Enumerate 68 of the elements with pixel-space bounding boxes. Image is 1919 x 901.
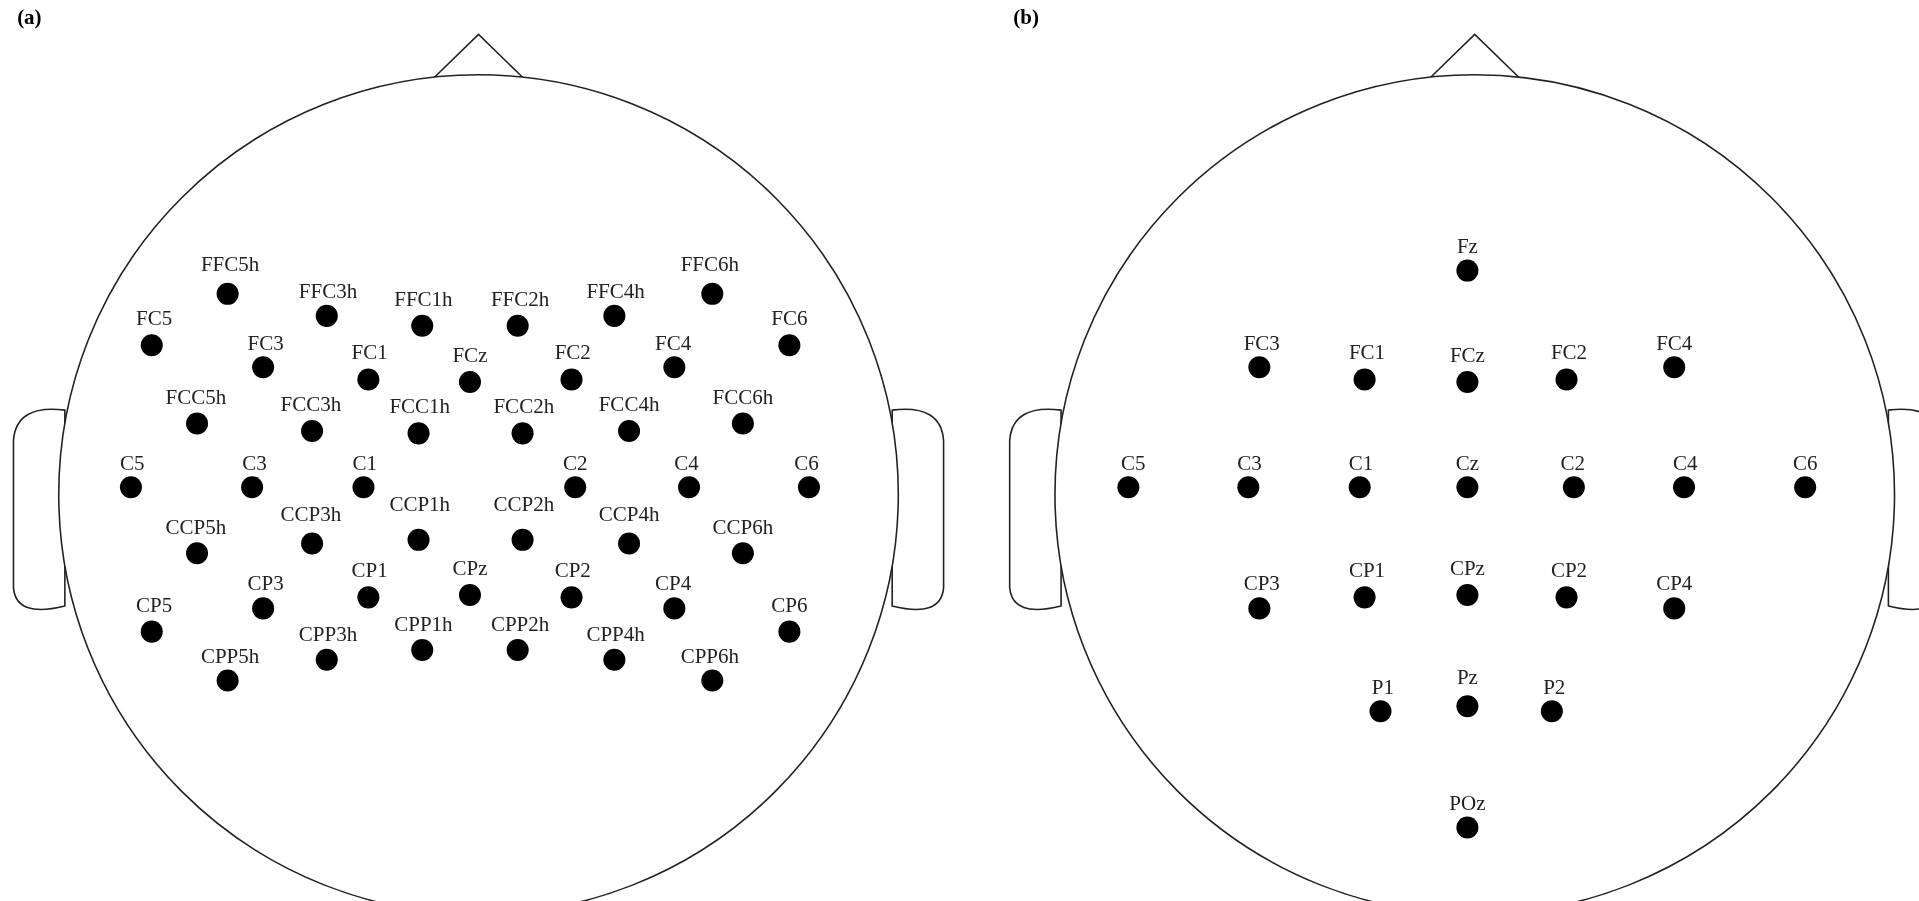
electrode-label: FC6 <box>771 308 808 330</box>
panel-label: (b) <box>1013 7 1039 29</box>
electrode-label: CCP1h <box>389 494 451 516</box>
electrode-label: FC2 <box>1550 342 1588 364</box>
electrode-label: Cz <box>1455 452 1480 474</box>
electrode-label: P1 <box>1371 676 1395 698</box>
electrode-label: FFC2h <box>490 288 550 310</box>
electrode-label: CPP1h <box>394 614 453 636</box>
electrode-label: FC4 <box>655 332 692 354</box>
electrode-label: C1 <box>352 452 377 474</box>
electrode-label: CP1 <box>351 560 388 582</box>
electrode-label: C3 <box>242 452 267 474</box>
electrode-label: Pz <box>1456 666 1478 688</box>
electrode-label: C6 <box>1792 452 1818 474</box>
electrode-label: CP2 <box>1550 560 1588 582</box>
electrode-label: C2 <box>562 452 588 474</box>
electrode-label: CCP5h <box>165 517 227 539</box>
electrode-label: CP5 <box>136 594 173 616</box>
electrode-label: C6 <box>794 452 819 474</box>
electrode-label: C1 <box>1348 452 1374 474</box>
electrode-label: C5 <box>1121 452 1146 474</box>
electrode-label: FCz <box>1449 344 1485 366</box>
electrode-label: FCC3h <box>280 393 342 415</box>
electrode-label: FFC1h <box>394 288 453 310</box>
electrode-label: CCP4h <box>598 504 660 526</box>
electrode-label: FCC2h <box>493 396 555 418</box>
electrode-label: CP4 <box>1656 572 1693 594</box>
electrode-label: CP3 <box>247 572 284 594</box>
electrode-label: POz <box>1449 792 1486 814</box>
electrode-label: FC5 <box>136 308 173 330</box>
electrode-label: CPP2h <box>490 614 550 636</box>
electrode-label: CCP2h <box>493 494 555 516</box>
electrode-label: C3 <box>1237 452 1262 474</box>
electrode-label: CPP6h <box>680 646 739 667</box>
electrode-label: C4 <box>674 452 699 474</box>
electrode-label: CCP6h <box>712 517 774 539</box>
electrode-label: CPP4h <box>586 623 645 645</box>
electrode-label: P2 <box>1543 676 1566 698</box>
electrode-label: CP6 <box>771 594 808 616</box>
electrode-label: C4 <box>1673 452 1698 474</box>
electrode-label: CPP5h <box>200 646 260 667</box>
electrode-label: FCC4h <box>598 393 660 415</box>
electrode-label: CCP3h <box>280 504 342 526</box>
electrode-label: FC3 <box>247 332 284 354</box>
electrode-label: CPz <box>1449 557 1485 579</box>
electrode-label: Fz <box>1456 236 1478 257</box>
electrode-label: FC1 <box>1348 342 1386 364</box>
electrode-label: FFC6h <box>680 254 739 276</box>
electrode-label: FC2 <box>554 342 591 364</box>
electrode-label: C2 <box>1560 452 1585 474</box>
electrode-label: CP1 <box>1348 560 1386 582</box>
electrode-label: CPP3h <box>298 623 358 645</box>
electrode-label: CPz <box>452 557 488 579</box>
electrode-label: CP4 <box>655 572 692 594</box>
electrode-label: FFC5h <box>200 254 260 276</box>
electrode-label: FCC5h <box>165 386 227 408</box>
electrode-label: FCz <box>452 344 488 366</box>
electrode-label: FC1 <box>351 342 388 364</box>
panel-label: (a) <box>17 7 42 29</box>
electrode-label: FFC4h <box>586 281 645 303</box>
electrode-label: FCC6h <box>712 386 774 408</box>
electrode-label: FC4 <box>1656 332 1693 354</box>
electrode-label: FCC1h <box>389 396 451 418</box>
electrode-label: CP2 <box>554 560 591 582</box>
electrode-label: C5 <box>119 452 145 474</box>
electrode-label: CP3 <box>1243 572 1280 594</box>
electrode-label: FFC3h <box>298 281 358 303</box>
electrode-label: FC3 <box>1243 332 1280 354</box>
